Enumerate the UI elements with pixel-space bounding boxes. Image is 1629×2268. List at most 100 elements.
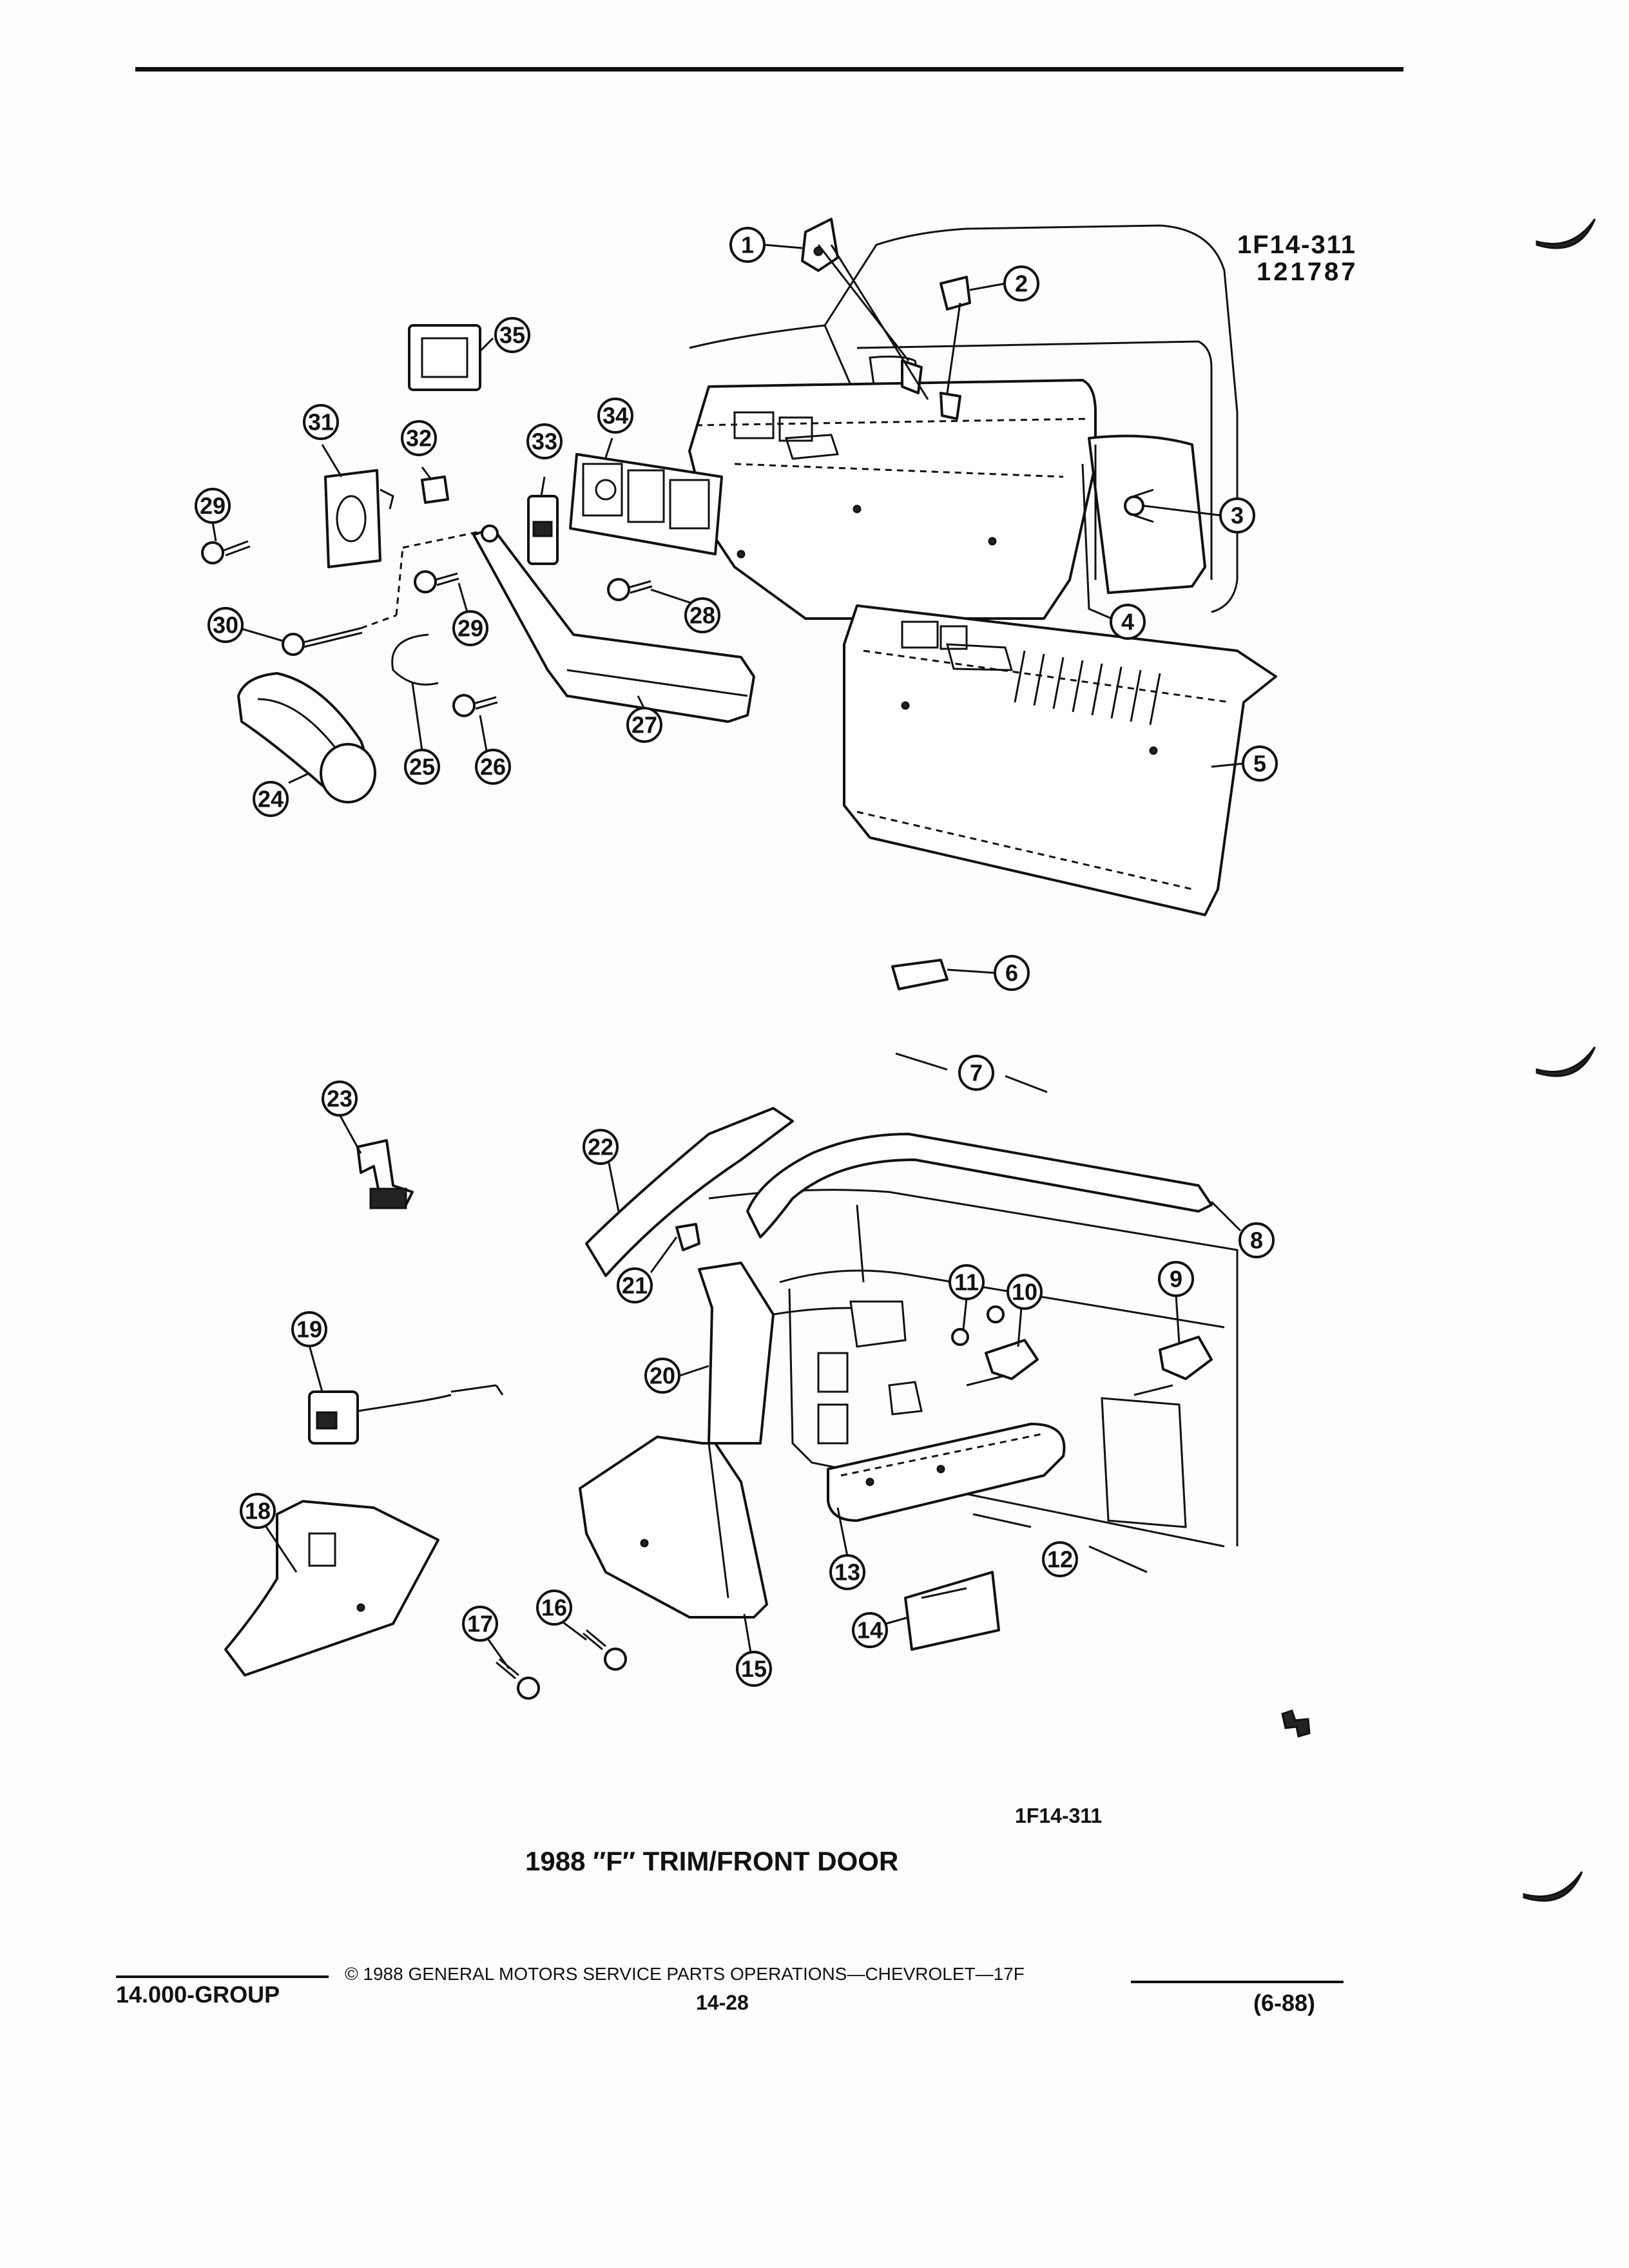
svg-text:2: 2 xyxy=(1015,271,1028,297)
cap-part-32 xyxy=(421,476,449,504)
svg-text:35: 35 xyxy=(499,322,525,349)
callout-27: 27 xyxy=(626,707,662,743)
callout-26: 26 xyxy=(475,749,511,785)
svg-text:33: 33 xyxy=(532,428,557,455)
screw-17 xyxy=(496,1658,540,1700)
callout-13: 13 xyxy=(829,1554,865,1590)
svg-text:22: 22 xyxy=(588,1134,613,1160)
roof-rail-trim-7 xyxy=(746,1133,1213,1238)
door-trim-panel-inner xyxy=(688,379,1097,620)
callout-15: 15 xyxy=(736,1651,772,1687)
svg-text:6: 6 xyxy=(1005,960,1018,986)
callout-20: 20 xyxy=(644,1358,680,1394)
callout-8: 8 xyxy=(1239,1222,1275,1258)
top-rule xyxy=(135,67,1403,72)
callout-28: 28 xyxy=(684,597,720,633)
svg-text:23: 23 xyxy=(327,1086,352,1112)
svg-text:4: 4 xyxy=(1121,609,1134,635)
retainer-21 xyxy=(675,1223,700,1251)
bezel-plate xyxy=(408,324,481,391)
footer-group: 14.000-GROUP xyxy=(116,1981,280,2008)
screw-29-mid xyxy=(414,570,459,593)
footer-rule-right xyxy=(1131,1981,1344,1983)
door-trim-panel-front xyxy=(843,604,1277,916)
arrow-7 xyxy=(895,1052,1048,1093)
svg-text:8: 8 xyxy=(1250,1227,1263,1254)
visor-bracket-9 xyxy=(1133,1336,1213,1396)
visor-bracket-10 xyxy=(966,1339,1039,1387)
callout-4: 4 xyxy=(1110,604,1146,640)
hinge-pillar-trim-20 xyxy=(698,1262,851,1445)
callout-7: 7 xyxy=(958,1055,994,1091)
svg-text:26: 26 xyxy=(480,754,506,780)
callout-18: 18 xyxy=(240,1493,276,1529)
svg-text:32: 32 xyxy=(406,425,432,452)
callout-29-mid: 29 xyxy=(452,610,488,646)
screw-16 xyxy=(583,1629,627,1671)
switch-part-33 xyxy=(527,495,559,565)
svg-text:21: 21 xyxy=(622,1273,648,1299)
screw-29-left xyxy=(201,540,251,564)
callout-33: 33 xyxy=(526,423,563,459)
kick-panel-15 xyxy=(579,1436,768,1619)
callout-14: 14 xyxy=(852,1612,888,1648)
callout-25: 25 xyxy=(404,749,440,785)
figure-title: 1988 ″F″ TRIM/FRONT DOOR xyxy=(525,1846,899,1876)
switch-19 xyxy=(308,1384,504,1445)
svg-text:16: 16 xyxy=(541,1595,567,1621)
svg-text:24: 24 xyxy=(258,786,284,812)
switch-bezel-34 xyxy=(569,453,723,555)
body-side-lower xyxy=(708,1189,1239,1548)
svg-text:34: 34 xyxy=(602,403,628,429)
date-code: 121787 xyxy=(1257,258,1358,286)
mirror-14 xyxy=(904,1571,1000,1651)
svg-text:1: 1 xyxy=(741,232,754,258)
publisher-mark xyxy=(1281,1709,1311,1738)
svg-text:14: 14 xyxy=(857,1617,883,1644)
window-crank-24 xyxy=(237,672,376,803)
callout-24: 24 xyxy=(253,781,289,817)
footer-page-number: 14-28 xyxy=(696,1991,749,2014)
callout-30: 30 xyxy=(207,607,244,643)
push-pin-retainer xyxy=(1124,488,1154,523)
svg-text:9: 9 xyxy=(1170,1266,1182,1293)
callout-6: 6 xyxy=(994,955,1030,991)
svg-text:13: 13 xyxy=(834,1559,860,1586)
speaker-grille-slots xyxy=(1014,650,1161,726)
svg-text:10: 10 xyxy=(1012,1279,1037,1305)
svg-text:17: 17 xyxy=(467,1611,493,1637)
spring-clip-25 xyxy=(391,633,439,686)
svg-text:20: 20 xyxy=(650,1363,675,1389)
svg-text:18: 18 xyxy=(245,1498,271,1524)
svg-text:19: 19 xyxy=(296,1316,322,1343)
callout-16: 16 xyxy=(536,1590,572,1626)
svg-text:12: 12 xyxy=(1047,1546,1073,1573)
svg-text:15: 15 xyxy=(741,1656,767,1682)
arrow-12 xyxy=(972,1513,1148,1573)
leader-lines xyxy=(211,244,1244,1669)
callout-21: 21 xyxy=(617,1267,653,1303)
sun-visor-13 xyxy=(827,1423,1066,1522)
screw-26 xyxy=(452,694,498,717)
svg-text:29: 29 xyxy=(200,493,226,519)
dashed-assembly-line xyxy=(360,530,481,629)
svg-text:28: 28 xyxy=(689,602,715,629)
binding-mark-middle xyxy=(1536,1046,1596,1077)
handle-escutcheon xyxy=(324,469,394,568)
callout-34: 34 xyxy=(597,398,633,434)
clip-part-6 xyxy=(891,959,949,990)
callout-5: 5 xyxy=(1242,745,1278,782)
clip-part-2 xyxy=(940,276,971,420)
window-regulator-panel xyxy=(1088,434,1206,594)
svg-text:7: 7 xyxy=(970,1060,983,1086)
callout-19: 19 xyxy=(291,1311,327,1347)
svg-text:25: 25 xyxy=(409,754,435,780)
callout-17: 17 xyxy=(462,1606,498,1642)
svg-text:29: 29 xyxy=(458,615,483,642)
callout-2: 2 xyxy=(1003,265,1039,302)
svg-text:11: 11 xyxy=(954,1269,979,1296)
callout-35: 35 xyxy=(494,317,530,353)
footer-rule-left xyxy=(116,1975,329,1978)
clip-part-1 xyxy=(801,218,923,394)
